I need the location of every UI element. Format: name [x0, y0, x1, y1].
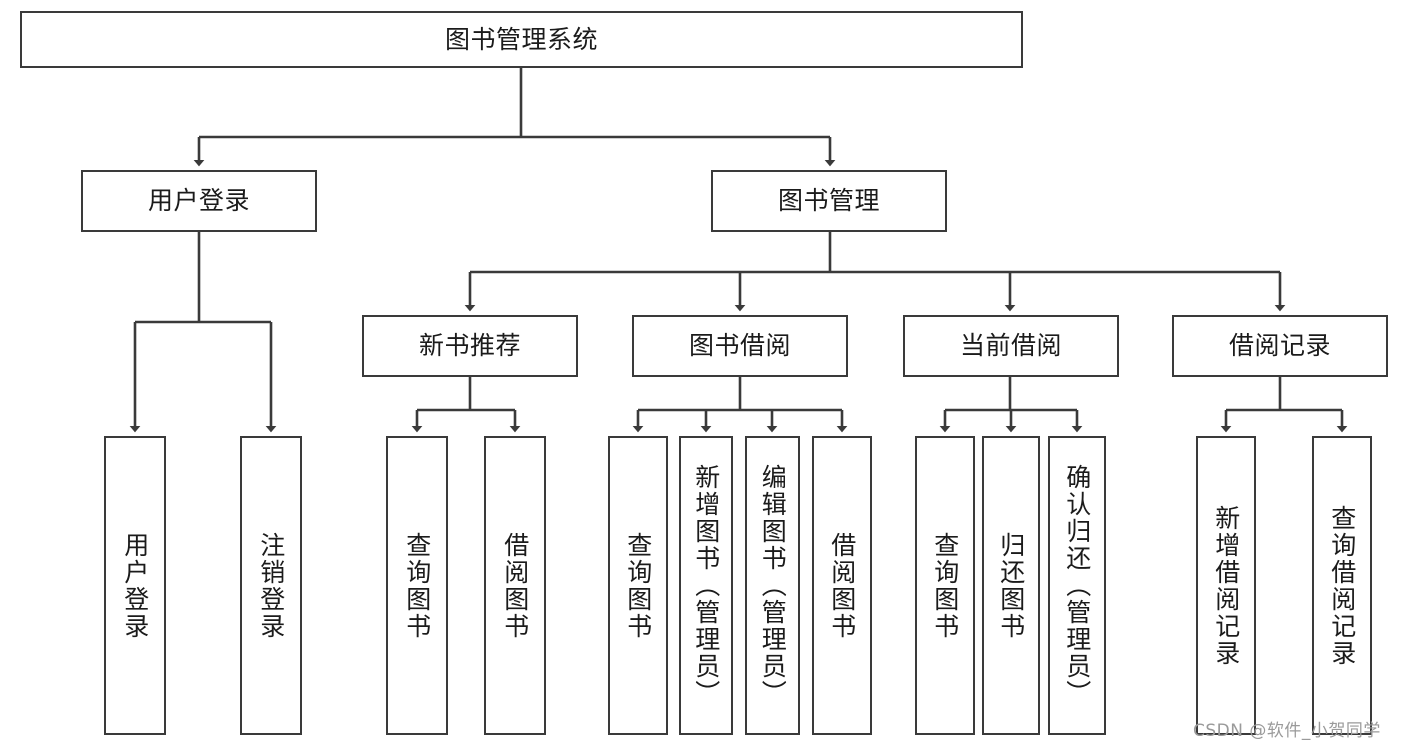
node-label: 归还图书	[996, 531, 1026, 640]
node-label: 注销登录	[256, 531, 286, 640]
leaf-edit-book-admin[interactable]: 编辑图书（管理员）	[745, 436, 800, 735]
leaf-query-borrow-record[interactable]: 查询借阅记录	[1312, 436, 1372, 735]
node-new-book-recommend[interactable]: 新书推荐	[362, 315, 578, 377]
node-label: 新书推荐	[418, 331, 521, 361]
leaf-add-borrow-record[interactable]: 新增借阅记录	[1196, 436, 1256, 735]
node-label: 图书管理系统	[444, 24, 598, 54]
node-label: 查询图书	[623, 531, 653, 640]
node-label: 编辑图书（管理员）	[758, 464, 788, 707]
node-label: 用户登录	[120, 531, 150, 640]
node-label: 查询图书	[930, 531, 960, 640]
node-root-system[interactable]: 图书管理系统	[20, 11, 1023, 68]
node-label: 查询借阅记录	[1327, 504, 1357, 667]
leaf-confirm-return-admin[interactable]: 确认归还（管理员）	[1048, 436, 1106, 735]
leaf-return-book[interactable]: 归还图书	[982, 436, 1040, 735]
node-label: 借阅图书	[500, 531, 530, 640]
leaf-query-book-current[interactable]: 查询图书	[915, 436, 975, 735]
node-current-borrow[interactable]: 当前借阅	[903, 315, 1119, 377]
leaf-query-book-borrow[interactable]: 查询图书	[608, 436, 668, 735]
leaf-borrow-book-recommend[interactable]: 借阅图书	[484, 436, 546, 735]
node-label: 借阅记录	[1228, 331, 1331, 361]
leaf-add-book-admin[interactable]: 新增图书（管理员）	[679, 436, 733, 735]
node-book-management[interactable]: 图书管理	[711, 170, 947, 232]
node-borrow-record[interactable]: 借阅记录	[1172, 315, 1388, 377]
node-label: 确认归还（管理员）	[1062, 464, 1092, 707]
node-label: 图书管理	[777, 186, 880, 216]
node-label: 新增借阅记录	[1211, 504, 1241, 667]
node-label: 新增图书（管理员）	[691, 464, 721, 707]
node-book-borrow[interactable]: 图书借阅	[632, 315, 848, 377]
leaf-user-logout[interactable]: 注销登录	[240, 436, 302, 735]
node-label: 图书借阅	[688, 331, 791, 361]
leaf-user-login[interactable]: 用户登录	[104, 436, 166, 735]
node-label: 当前借阅	[959, 331, 1062, 361]
leaf-borrow-book[interactable]: 借阅图书	[812, 436, 872, 735]
node-user-login[interactable]: 用户登录	[81, 170, 317, 232]
node-label: 用户登录	[147, 186, 250, 216]
node-label: 查询图书	[402, 531, 432, 640]
csdn-watermark: CSDN @软件_小贺同学	[1193, 721, 1381, 741]
leaf-query-book-recommend[interactable]: 查询图书	[386, 436, 448, 735]
node-label: 借阅图书	[827, 531, 857, 640]
